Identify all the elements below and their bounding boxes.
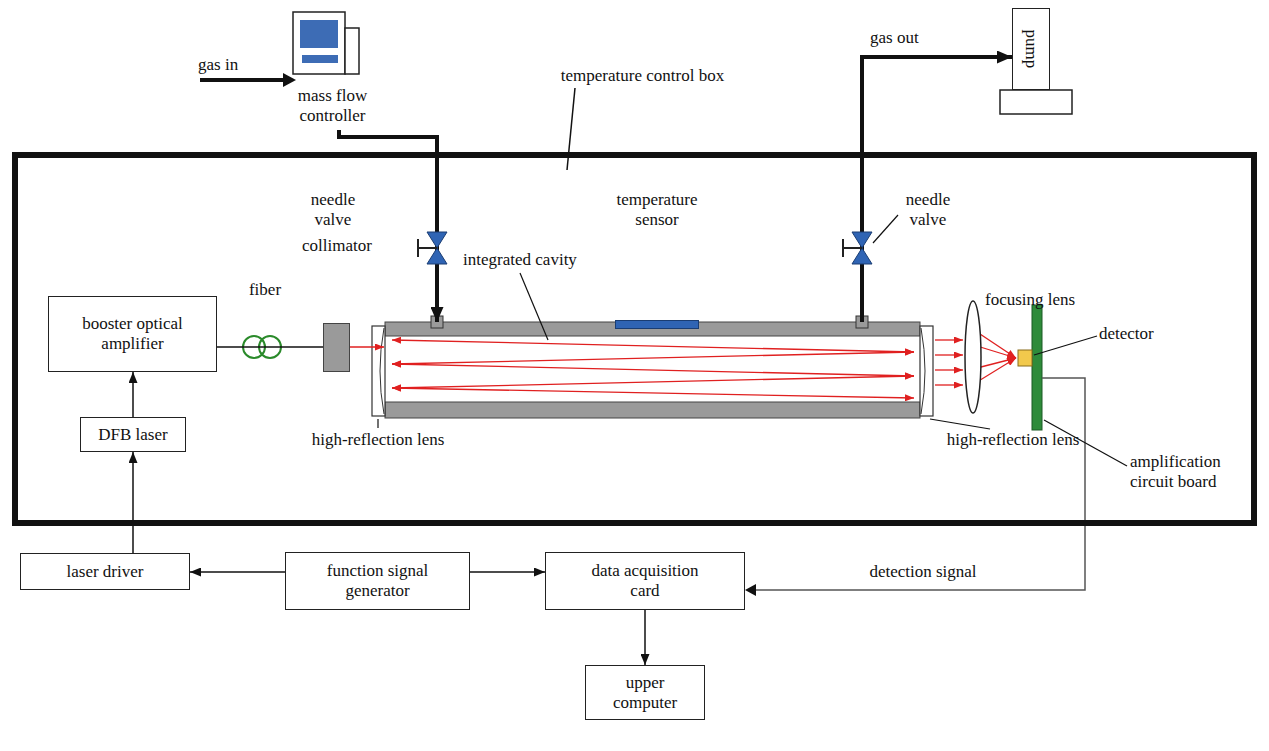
needle-valve-symbol xyxy=(843,232,872,264)
pump-base xyxy=(1000,90,1072,114)
leader-line xyxy=(930,419,990,429)
laser-ray xyxy=(977,358,1016,382)
node-label: temperature control box xyxy=(555,66,730,86)
process-box: laser driver xyxy=(20,553,190,590)
part-label: focusing lens xyxy=(985,290,1095,310)
needle-valve-symbol xyxy=(418,232,447,264)
flow-label: gas in xyxy=(198,55,258,75)
pump-box: pump xyxy=(1012,8,1050,90)
part-label: high-reflection lens xyxy=(290,430,466,450)
leader-line xyxy=(873,215,898,243)
cavity-walls xyxy=(385,316,920,418)
box-label: data acquisition card xyxy=(575,561,715,600)
collimator-block: collimator xyxy=(323,323,350,372)
signal-arrow xyxy=(217,346,323,348)
box-label: laser driver xyxy=(67,562,144,582)
cavity-tube: integrated cavity xyxy=(385,322,920,418)
part-label: detector xyxy=(1099,324,1189,344)
flow-controller: mass flow controller xyxy=(285,8,380,130)
process-box: booster optical amplifier xyxy=(48,296,217,372)
laser-ray xyxy=(977,346,1016,358)
laser-ray xyxy=(935,354,963,355)
flow-label: gas out xyxy=(870,28,940,48)
laser-beam xyxy=(350,332,1016,398)
laser-ray xyxy=(392,364,914,376)
process-box: DFB laser xyxy=(80,417,186,452)
signal-arrow xyxy=(132,372,134,417)
signal-arrow xyxy=(644,610,646,665)
detector-symbol xyxy=(1018,350,1032,366)
part-label: needle valve xyxy=(893,190,963,229)
node-label: temperature sensor xyxy=(605,190,709,229)
signal-arrow xyxy=(470,571,545,573)
edge-label: fiber xyxy=(238,280,292,300)
node-label: mass flow controller xyxy=(280,86,385,125)
detection-signal-wire xyxy=(745,378,1085,596)
laser-ray xyxy=(935,384,963,385)
high-reflection-lens-symbol xyxy=(372,326,933,416)
node-label: collimator xyxy=(292,236,382,256)
flow-controller-icon xyxy=(293,12,359,74)
box-label: booster optical amplifier xyxy=(58,314,208,353)
laser-ray xyxy=(977,332,1016,358)
laser-ray xyxy=(935,369,963,370)
sensor-bar: temperature sensor xyxy=(615,320,699,329)
leader-line xyxy=(1034,336,1097,355)
part-label: high-reflection lens xyxy=(925,430,1101,450)
box-label: function signal generator xyxy=(313,561,443,600)
part-label: needle valve xyxy=(298,190,368,229)
focusing-lens-symbol xyxy=(965,301,981,413)
leader-line xyxy=(377,419,378,428)
signal-arrow xyxy=(132,452,134,553)
laser-ray xyxy=(350,346,384,347)
laser-ray xyxy=(935,339,963,340)
signal-arrow xyxy=(190,571,285,573)
part-label: amplification circuit board xyxy=(1130,452,1248,491)
signal-label: detection signal xyxy=(848,562,998,582)
box-label: upper computer xyxy=(603,673,688,712)
box-label: DFB laser xyxy=(98,425,167,445)
process-box: function signal generator xyxy=(285,552,470,610)
process-box: upper computer xyxy=(585,665,705,720)
laser-ray xyxy=(392,340,914,352)
gas-in-arrow xyxy=(200,73,296,87)
process-box: data acquisition card xyxy=(545,552,745,610)
gas-pipe xyxy=(339,130,437,322)
laser-ray xyxy=(392,352,914,364)
laser-ray xyxy=(392,376,914,388)
node-label: integrated cavity xyxy=(455,250,585,270)
gas-pipe xyxy=(862,57,1012,322)
laser-ray xyxy=(392,388,914,398)
leader-line xyxy=(520,273,548,340)
enclosure-box: temperature control boxbooster optical a… xyxy=(12,152,1257,526)
box-label: pump xyxy=(1021,30,1041,69)
laser-ray xyxy=(977,358,1016,368)
circuit-board xyxy=(1032,305,1042,430)
